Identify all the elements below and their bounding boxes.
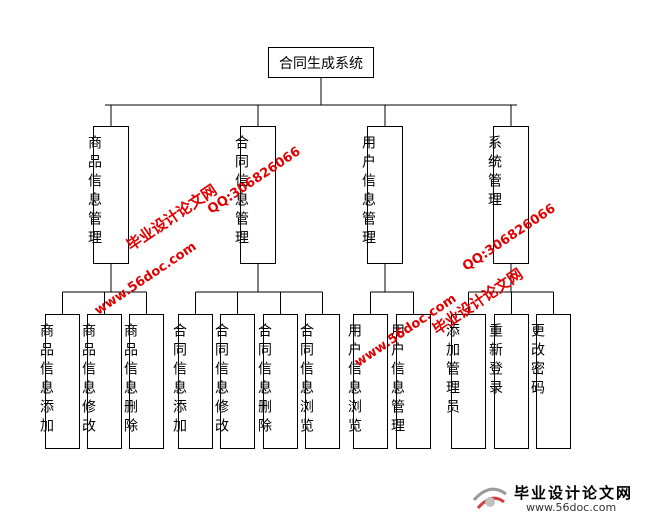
leaf-node-4-1-label: 添加管理员 [444, 323, 460, 418]
leaf-node-1-1-label: 商品信息添加 [38, 323, 54, 437]
root-node-label: 合同生成系统 [279, 55, 363, 72]
root-node: 合同生成系统 [268, 47, 374, 78]
leaf-node-2-4-label: 合同信息浏览 [298, 323, 314, 437]
module-node-1: 商品信息管理 [86, 126, 129, 264]
module-node-3-label: 用户信息管理 [360, 135, 376, 249]
logo-mark-icon [472, 487, 507, 510]
logo-url: www.56doc.com [526, 501, 617, 514]
footer-logo: 毕业设计论文网 www.56doc.com [470, 480, 645, 516]
module-node-1-label: 商品信息管理 [86, 135, 102, 249]
module-node-4-label: 系统管理 [486, 135, 502, 211]
leaf-node-2-4: 合同信息浏览 [298, 314, 340, 449]
leaf-node-4-3: 更改密码 [529, 314, 571, 449]
leaf-node-1-2: 商品信息修改 [80, 314, 122, 449]
leaf-node-3-2: 用户信息管理 [389, 314, 431, 449]
leaf-node-3-1-label: 用户信息浏览 [346, 323, 362, 437]
leaf-node-3-1: 用户信息浏览 [346, 314, 388, 449]
leaf-node-4-1: 添加管理员 [444, 314, 486, 449]
leaf-node-4-3-label: 更改密码 [529, 323, 545, 399]
leaf-node-2-2-label: 合同信息修改 [213, 323, 229, 437]
leaf-node-4-2-label: 重新登录 [487, 323, 503, 399]
module-node-2: 合同信息管理 [233, 126, 276, 264]
module-node-3: 用户信息管理 [360, 126, 403, 264]
leaf-node-2-3: 合同信息删除 [256, 314, 298, 449]
leaf-node-1-3-label: 商品信息删除 [122, 323, 138, 437]
leaf-node-4-2: 重新登录 [487, 314, 529, 449]
module-node-2-label: 合同信息管理 [233, 135, 249, 249]
module-node-4: 系统管理 [486, 126, 529, 264]
leaf-node-3-2-label: 用户信息管理 [389, 323, 405, 437]
leaf-node-1-2-label: 商品信息修改 [80, 323, 96, 437]
logo-title: 毕业设计论文网 [514, 484, 634, 502]
leaf-node-2-1: 合同信息添加 [171, 314, 213, 449]
leaf-node-2-3-label: 合同信息删除 [256, 323, 272, 437]
leaf-node-1-1: 商品信息添加 [38, 314, 80, 449]
connector-lines [62, 78, 554, 314]
leaf-node-2-2: 合同信息修改 [213, 314, 255, 449]
leaf-node-2-1-label: 合同信息添加 [171, 323, 187, 437]
leaf-node-1-3: 商品信息删除 [122, 314, 164, 449]
